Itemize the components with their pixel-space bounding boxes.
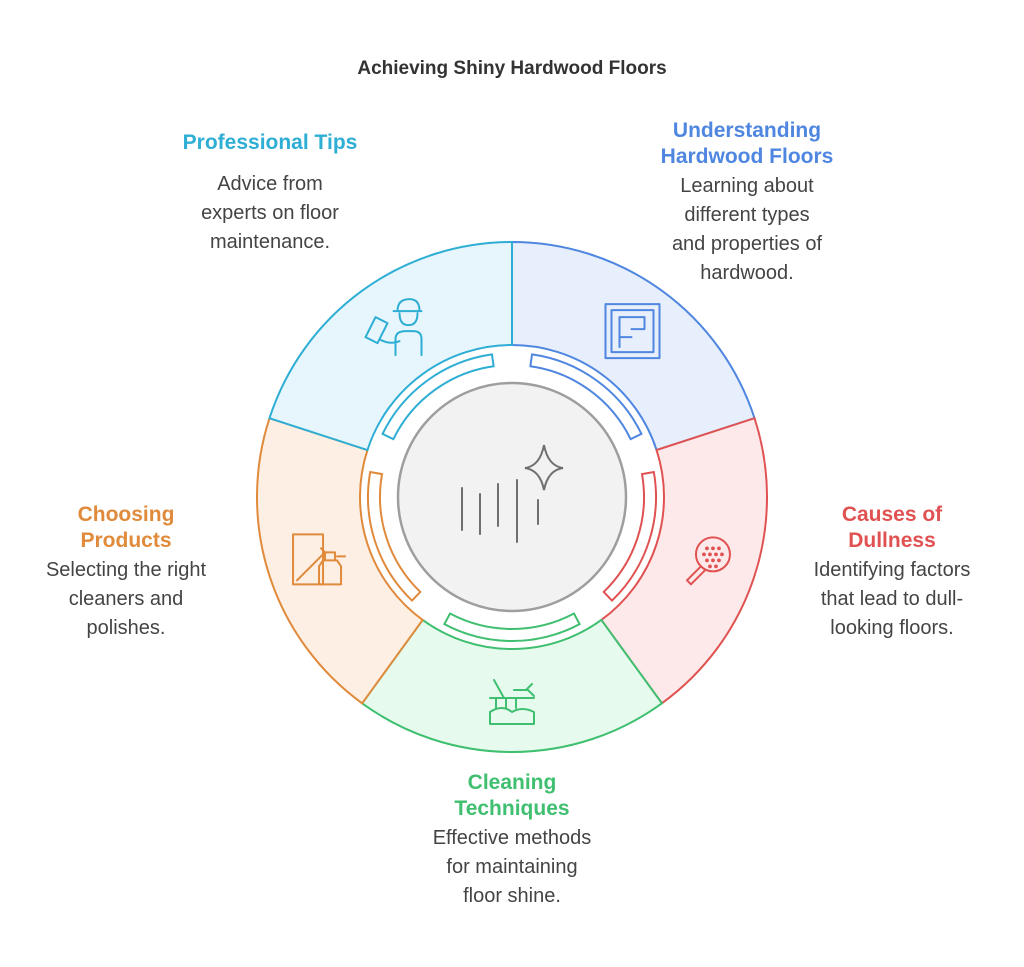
segment-label-products: Choosing Products Selecting the right cl…	[14, 502, 238, 643]
segment-products	[256, 416, 425, 705]
segment-heading: Understanding Hardwood Floors	[622, 118, 872, 170]
description-line: Advice from	[217, 173, 323, 195]
description-line: hardwood.	[700, 262, 794, 284]
description-line: different types	[684, 204, 810, 226]
heading-line: Cleaning	[467, 771, 557, 794]
description-line: experts on floor	[201, 202, 339, 224]
segment-description: Learning about different types and prope…	[622, 172, 872, 288]
description-line: cleaners and	[68, 588, 184, 610]
heading-line: Techniques	[454, 797, 570, 820]
segment-label-causes: Causes of Dullness Identifying factors t…	[782, 502, 1002, 643]
segment-understanding-connector	[529, 353, 643, 441]
floor-plan-icon	[604, 303, 661, 360]
segment-label-professional: Professional Tips Advice from experts on…	[150, 130, 390, 257]
segment-cleaning-connector	[443, 612, 581, 642]
description-line: maintenance.	[209, 231, 331, 253]
description-line: Selecting the right	[45, 559, 207, 581]
description-line: for maintaining	[446, 856, 578, 878]
description-line: looking floors.	[830, 617, 954, 639]
segment-label-cleaning: Cleaning Techniques Effective methods fo…	[392, 770, 632, 911]
heading-line: Professional Tips	[182, 131, 358, 154]
vacuum-cleaning-icon	[489, 679, 535, 725]
segment-heading: Professional Tips	[150, 130, 390, 156]
segment-description: Advice from experts on floor maintenance…	[150, 170, 390, 257]
description-line: polishes.	[86, 617, 166, 639]
heading-line: Causes of	[841, 503, 943, 526]
segment-understanding	[511, 240, 756, 452]
segment-description: Selecting the right cleaners and polishe…	[14, 556, 238, 643]
description-line: Learning about	[680, 175, 814, 197]
segment-causes-connector	[602, 470, 657, 602]
spray-bottle-icon	[292, 533, 347, 586]
sparkle-shine-icon	[461, 444, 564, 543]
heading-line: Dullness	[848, 529, 936, 552]
page-title: Achieving Shiny Hardwood Floors	[357, 58, 667, 79]
segment-products-connector	[367, 470, 422, 602]
segment-heading: Causes of Dullness	[782, 502, 1002, 554]
segment-heading: Cleaning Techniques	[392, 770, 632, 822]
magnifier-icon	[685, 536, 731, 586]
segment-description: Effective methods for maintaining floor …	[392, 824, 632, 911]
heading-line: Hardwood Floors	[660, 145, 834, 168]
description-line: Identifying factors	[813, 559, 971, 581]
segment-label-understanding: Understanding Hardwood Floors Learning a…	[622, 118, 872, 288]
heading-line: Choosing	[77, 503, 175, 526]
segment-causes	[599, 416, 768, 705]
segment-description: Identifying factors that lead to dull- l…	[782, 556, 1002, 643]
center-hub	[396, 381, 628, 613]
description-line: floor shine.	[463, 885, 561, 907]
worker-icon	[364, 298, 423, 357]
segment-cleaning	[360, 618, 664, 753]
description-line: Effective methods	[432, 827, 592, 849]
heading-line: Products	[80, 529, 172, 552]
description-line: and properties of	[671, 233, 823, 255]
segment-professional	[268, 240, 513, 452]
segment-professional-connector	[381, 353, 495, 441]
segment-heading: Choosing Products	[14, 502, 238, 554]
description-line: that lead to dull-	[820, 588, 964, 610]
heading-line: Understanding	[672, 119, 822, 142]
